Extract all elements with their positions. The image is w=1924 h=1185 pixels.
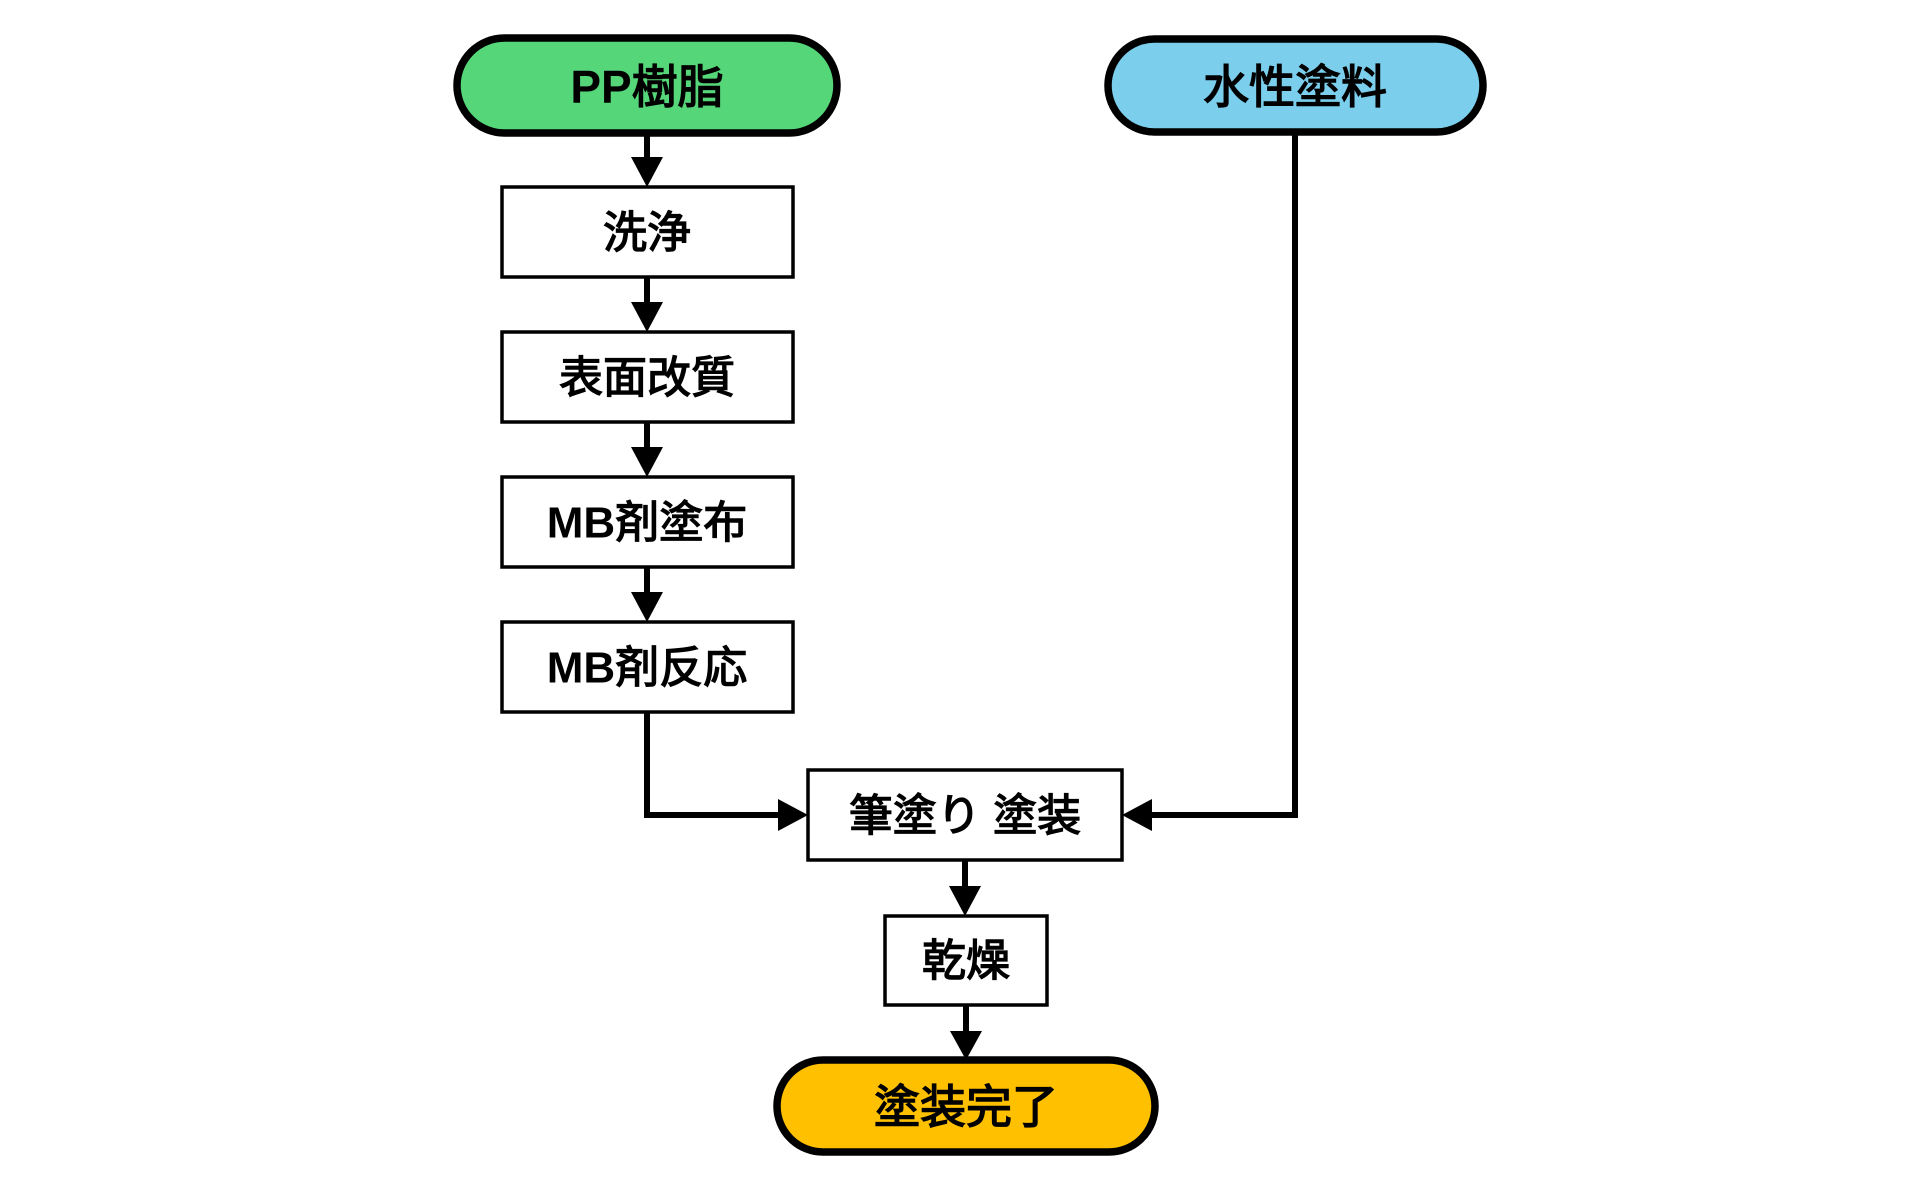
node-painting-complete-shape xyxy=(773,1056,1159,1156)
node-water-paint-shape xyxy=(1104,35,1487,136)
node-brush-painting: 筆塗り 塗装 xyxy=(806,768,1124,862)
node-drying-label: 乾燥 xyxy=(922,937,1011,986)
node-washing-shape xyxy=(500,185,795,279)
arrow-brush-painting-to-drying xyxy=(949,860,981,916)
arrowhead-down-icon xyxy=(631,302,663,332)
arrow-mb-agent-application-to-mb-agent-reaction xyxy=(631,567,663,622)
node-washing-label: 洗浄 xyxy=(603,209,691,258)
arrow-drying-to-painting-complete xyxy=(950,1005,982,1060)
node-drying-shape xyxy=(883,914,1049,1007)
node-painting-complete: 塗装完了 xyxy=(773,1056,1159,1156)
arrowhead-left-icon xyxy=(1122,799,1152,831)
node-pp-resin-shape xyxy=(453,34,841,137)
arrow-surface-modification-to-mb-agent-application xyxy=(631,422,663,477)
arrowhead-down-icon xyxy=(631,157,663,187)
node-drying: 乾燥 xyxy=(883,914,1049,1007)
node-mb-agent-application: MB剤塗布 xyxy=(500,475,795,569)
node-washing: 洗浄 xyxy=(500,185,795,279)
arrow-mb-agent-reaction-to-brush-painting xyxy=(644,712,808,831)
arrow-water-paint-to-brush-painting xyxy=(1122,132,1298,831)
node-brush-painting-shape xyxy=(806,768,1124,862)
node-surface-modification: 表面改質 xyxy=(500,330,795,424)
arrow-pp-resin-to-washing xyxy=(631,133,663,187)
node-mb-agent-reaction-label: MB剤反応 xyxy=(547,644,747,693)
arrowhead-right-icon xyxy=(778,799,808,831)
edge-elbow-line xyxy=(1150,132,1298,818)
node-surface-modification-shape xyxy=(500,330,795,424)
arrowhead-down-icon xyxy=(950,1031,982,1060)
node-pp-resin: PP樹脂 xyxy=(453,34,841,137)
node-pp-resin-label: PP樹脂 xyxy=(570,61,723,113)
node-water-paint: 水性塗料 xyxy=(1104,35,1487,136)
arrowhead-down-icon xyxy=(631,592,663,622)
node-painting-complete-label: 塗装完了 xyxy=(874,1081,1058,1133)
node-mb-agent-application-shape xyxy=(500,475,795,569)
node-water-paint-label: 水性塗料 xyxy=(1203,61,1387,113)
arrowhead-down-icon xyxy=(949,886,981,916)
arrowhead-down-icon xyxy=(631,447,663,477)
node-surface-modification-label: 表面改質 xyxy=(559,354,735,403)
edge-elbow-line xyxy=(644,712,780,818)
node-brush-painting-label: 筆塗り 塗装 xyxy=(849,791,1081,841)
node-mb-agent-reaction: MB剤反応 xyxy=(500,620,795,714)
node-mb-agent-reaction-shape xyxy=(500,620,795,714)
node-mb-agent-application-label: MB剤塗布 xyxy=(547,498,747,548)
arrow-washing-to-surface-modification xyxy=(631,277,663,332)
